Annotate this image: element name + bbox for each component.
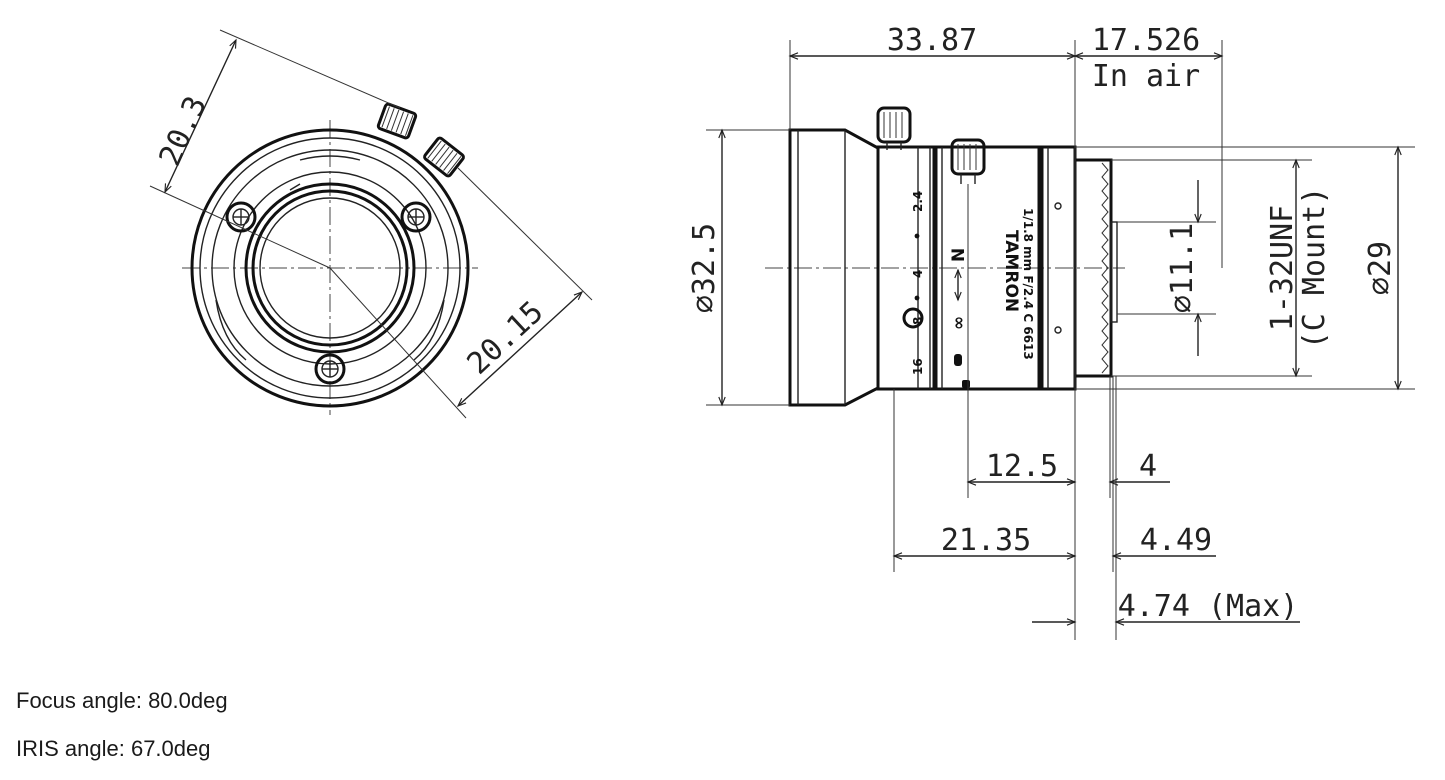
dim-11-1-group: ∅11.1	[1165, 223, 1200, 313]
mount-thread-label: 1-32UNF	[1265, 205, 1300, 331]
lock-knob-focus	[376, 102, 418, 140]
rear-lens-element	[1110, 221, 1118, 323]
focus-mark-infinity: ∞	[949, 316, 969, 330]
iris-ring	[876, 145, 936, 391]
front-view: 20.3 20.15	[149, 29, 593, 419]
svg-text:∅11.1: ∅11.1	[1165, 223, 1200, 313]
focus-index	[954, 354, 962, 366]
focus-ring	[934, 145, 1041, 391]
side-view: 2.4 4 8 16 N ∞ TAMRON 1/1.8 mm F/2.4 C 6…	[687, 23, 1415, 640]
ring-2	[199, 137, 461, 399]
dim-11-1-label: 11.1	[1165, 223, 1200, 295]
dia-symbol-32-5: ∅	[687, 295, 722, 313]
dim-4-74-label: 4.74 (Max)	[1118, 589, 1299, 624]
front-notch	[289, 183, 301, 191]
front-tab-right	[413, 299, 445, 361]
dim-29-label: 29	[1363, 241, 1398, 277]
ring-3	[211, 149, 449, 387]
iris-mark-2-4: 2.4	[911, 191, 925, 212]
front-tab-top	[299, 155, 361, 161]
lens-bore-inner	[251, 189, 409, 347]
dim-21-35-label: 21.35	[941, 523, 1031, 558]
screw-bottom	[314, 353, 346, 385]
screw-right	[400, 201, 432, 233]
dim-line-20-3	[164, 38, 237, 194]
dim-17-526-note: In air	[1092, 59, 1200, 94]
dim-12-5-label: 12.5	[986, 449, 1058, 484]
focus-lock-knob	[950, 138, 986, 184]
dim-32-5-group: ∅32.5	[687, 223, 722, 313]
front-tab-left	[215, 299, 247, 361]
dim-4-49-label: 4.49	[1140, 523, 1212, 558]
iris-dot-1	[914, 233, 920, 239]
rear-mark-dot-2	[1054, 326, 1062, 334]
lens-bore-outer	[244, 182, 416, 354]
iris-mark-16: 16	[911, 358, 925, 375]
dim-20-15-label: 20.15	[461, 294, 551, 381]
ext-20-15-b	[329, 267, 467, 419]
dim-33-87-label: 33.87	[887, 23, 977, 58]
screw-left	[225, 201, 257, 233]
iris-dot-2	[914, 295, 920, 301]
barrel-model: 1/1.8 mm F/2.4 C 6613	[1021, 208, 1035, 360]
iris-index-knob	[902, 307, 924, 329]
ext-20-3-b	[149, 185, 331, 269]
lens-glass	[259, 197, 401, 339]
mount-type-label: (C Mount)	[1297, 187, 1332, 350]
iris-lock-knob	[876, 106, 912, 150]
iris-mark-4: 4	[911, 270, 925, 278]
svg-text:∅32.5: ∅32.5	[687, 223, 722, 313]
focus-index-2	[962, 380, 970, 388]
iris-angle-caption: IRIS angle: 67.0deg	[16, 736, 211, 761]
iris-mark-8: 8	[911, 317, 925, 325]
lock-knob-iris	[423, 136, 465, 178]
focus-angle-caption: Focus angle: 80.0deg	[16, 688, 228, 713]
dim-32-5-label: 32.5	[687, 223, 722, 295]
dia-symbol-11-1: ∅	[1165, 295, 1200, 313]
focus-mark-near: N	[949, 248, 969, 262]
dim-20-3-label: 20.3	[153, 91, 214, 171]
outer-ring	[190, 128, 470, 408]
ext-20-3-a	[219, 29, 401, 109]
rear-mark-dot	[1054, 202, 1062, 210]
dia-symbol-29: ∅	[1363, 277, 1398, 295]
dim-line-20-15	[456, 290, 584, 408]
ext-20-15-a	[457, 167, 593, 301]
barrel-brand: TAMRON	[1001, 230, 1021, 312]
svg-text:∅29: ∅29	[1363, 241, 1398, 295]
dim-4-label: 4	[1139, 449, 1157, 484]
dim-17-526-label: 17.526	[1092, 23, 1200, 58]
thread-pitch	[1101, 162, 1109, 374]
dim-29-group: ∅29	[1363, 241, 1398, 295]
